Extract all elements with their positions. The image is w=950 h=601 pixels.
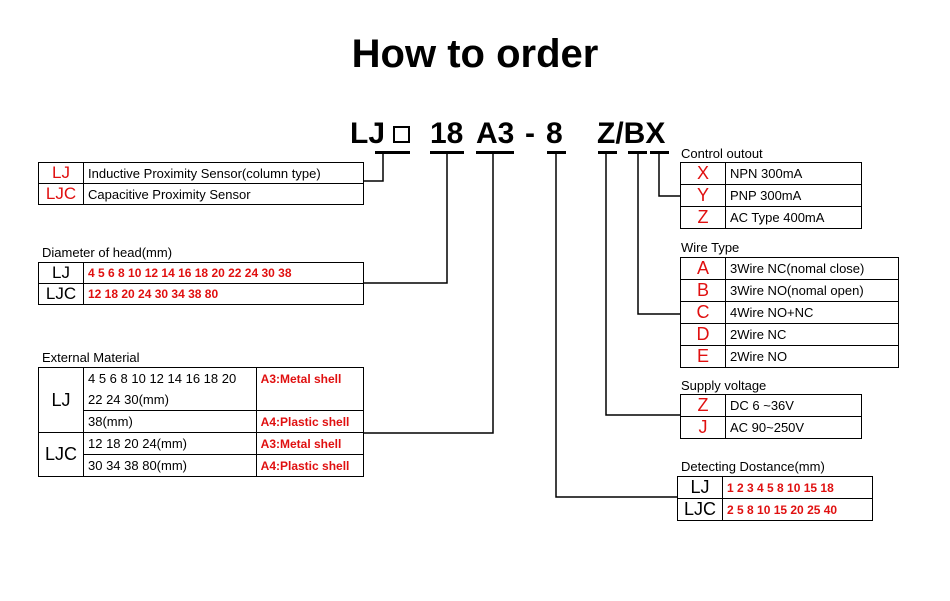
table-row: LJC 12 18 20 24(mm) A3:Metal shell [38, 432, 365, 477]
diameter-code: LJC [38, 283, 84, 305]
table-row: X NPN 300mA [680, 162, 862, 185]
table-row: LJC 12 18 20 24 30 34 38 80 [38, 283, 364, 305]
material-table: LJ 4 5 6 8 10 12 14 16 18 20 A3:Metal sh… [38, 367, 365, 477]
wire-code: C [680, 301, 726, 324]
distance-code: LJ [677, 476, 723, 499]
code-distance: 8 [546, 117, 563, 150]
material-label: External Material [42, 350, 140, 365]
material-lj-metal: A3:Metal shell [255, 367, 365, 389]
diameter-table: LJ 4 5 6 8 10 12 14 16 18 20 22 24 30 38… [38, 262, 364, 305]
wire-desc: 3Wire NC(nomal close) [725, 257, 899, 280]
output-code: X [680, 162, 726, 185]
wire-type-table: A 3Wire NC(nomal close) B 3Wire NO(nomal… [680, 257, 899, 368]
wire-code: E [680, 345, 726, 368]
table-row: A 3Wire NC(nomal close) [680, 257, 899, 280]
material-ljc-sizes2: 30 34 38 80(mm) [83, 454, 257, 477]
type-desc: Capacitive Proximity Sensor [83, 183, 364, 205]
diameter-values: 4 5 6 8 10 12 14 16 18 20 22 24 30 38 [83, 262, 364, 284]
wire-desc: 3Wire NO(nomal open) [725, 279, 899, 302]
table-row: B 3Wire NO(nomal open) [680, 279, 899, 302]
material-lj-code: LJ [38, 367, 84, 433]
material-ljc-sizes: 12 18 20 24(mm) [83, 432, 257, 455]
voltage-code: J [680, 416, 726, 439]
underline-distance [547, 151, 566, 154]
control-output-table: X NPN 300mA Y PNP 300mA Z AC Type 400mA [680, 162, 862, 229]
output-desc: NPN 300mA [725, 162, 862, 185]
diameter-code: LJ [38, 262, 84, 284]
material-ljc-metal: A3:Metal shell [255, 432, 365, 455]
wire-desc: 2Wire NO [725, 345, 899, 368]
table-row: LJ 1 2 3 4 5 8 10 15 18 [677, 476, 873, 499]
code-material: A3 [476, 117, 515, 150]
underline-output [650, 151, 669, 154]
wire-code: A [680, 257, 726, 280]
underline-wire [628, 151, 647, 154]
distance-values: 1 2 3 4 5 8 10 15 18 [722, 476, 873, 499]
material-lj-plastic: A4:Plastic shell [255, 410, 365, 433]
sensor-type-table: LJ Inductive Proximity Sensor(column typ… [38, 162, 364, 205]
underline-type [375, 151, 410, 154]
code-suffix: Z/BX [597, 117, 666, 150]
underline-material [476, 151, 514, 154]
table-row: LJ Inductive Proximity Sensor(column typ… [38, 162, 364, 184]
table-row: J AC 90~250V [680, 416, 862, 439]
wire-code: D [680, 323, 726, 346]
table-row: LJ 4 5 6 8 10 12 14 16 18 20 A3:Metal sh… [38, 367, 365, 433]
material-ljc-code: LJC [38, 432, 84, 477]
page-title: How to order [351, 32, 599, 76]
material-lj-sizes: 4 5 6 8 10 12 14 16 18 20 [83, 367, 257, 389]
table-row: LJC 2 5 8 10 15 20 25 40 [677, 498, 873, 521]
underline-diameter [430, 151, 464, 154]
table-row: 22 24 30(mm) [39, 389, 365, 411]
table-row: LJ 4 5 6 8 10 12 14 16 18 20 22 24 30 38 [38, 262, 364, 284]
table-row: Z AC Type 400mA [680, 206, 862, 229]
diameter-values: 12 18 20 24 30 34 38 80 [83, 283, 364, 305]
supply-voltage-label: Supply voltage [681, 378, 767, 393]
wire-type-label: Wire Type [681, 240, 740, 255]
table-row: LJC Capacitive Proximity Sensor [38, 183, 364, 205]
supply-voltage-table: Z DC 6 ~36V J AC 90~250V [680, 394, 862, 439]
detecting-distance-label: Detecting Dostance(mm) [681, 459, 825, 474]
output-code: Z [680, 206, 726, 229]
type-code: LJ [38, 162, 84, 184]
wire-desc: 2Wire NC [725, 323, 899, 346]
table-row: E 2Wire NO [680, 345, 899, 368]
code-blank-box [393, 126, 410, 143]
voltage-desc: AC 90~250V [725, 416, 862, 439]
output-desc: PNP 300mA [725, 184, 862, 207]
material-lj-sizes2: 38(mm) [83, 410, 257, 433]
code-diameter: 18 [430, 117, 464, 150]
table-row: Z DC 6 ~36V [680, 394, 862, 417]
type-desc: Inductive Proximity Sensor(column type) [83, 162, 364, 184]
table-row: 38(mm) A4:Plastic shell [39, 410, 365, 433]
distance-code: LJC [677, 498, 723, 521]
material-lj-sizes-cont: 22 24 30(mm) [83, 389, 257, 411]
voltage-desc: DC 6 ~36V [725, 394, 862, 417]
material-ljc-plastic: A4:Plastic shell [255, 454, 365, 477]
table-row: 30 34 38 80(mm) A4:Plastic shell [39, 454, 365, 477]
table-row: Y PNP 300mA [680, 184, 862, 207]
code-dash: - [525, 117, 535, 150]
control-output-label: Control outout [681, 146, 763, 161]
output-desc: AC Type 400mA [725, 206, 862, 229]
table-row: C 4Wire NO+NC [680, 301, 899, 324]
table-row: D 2Wire NC [680, 323, 899, 346]
detecting-distance-table: LJ 1 2 3 4 5 8 10 15 18 LJC 2 5 8 10 15 … [677, 476, 873, 521]
voltage-code: Z [680, 394, 726, 417]
wire-code: B [680, 279, 726, 302]
underline-supply [598, 151, 617, 154]
distance-values: 2 5 8 10 15 20 25 40 [722, 498, 873, 521]
empty-cell [255, 389, 365, 411]
output-code: Y [680, 184, 726, 207]
type-code: LJC [38, 183, 84, 205]
wire-desc: 4Wire NO+NC [725, 301, 899, 324]
diameter-label: Diameter of head(mm) [42, 245, 173, 260]
code-lj: LJ [350, 117, 386, 150]
